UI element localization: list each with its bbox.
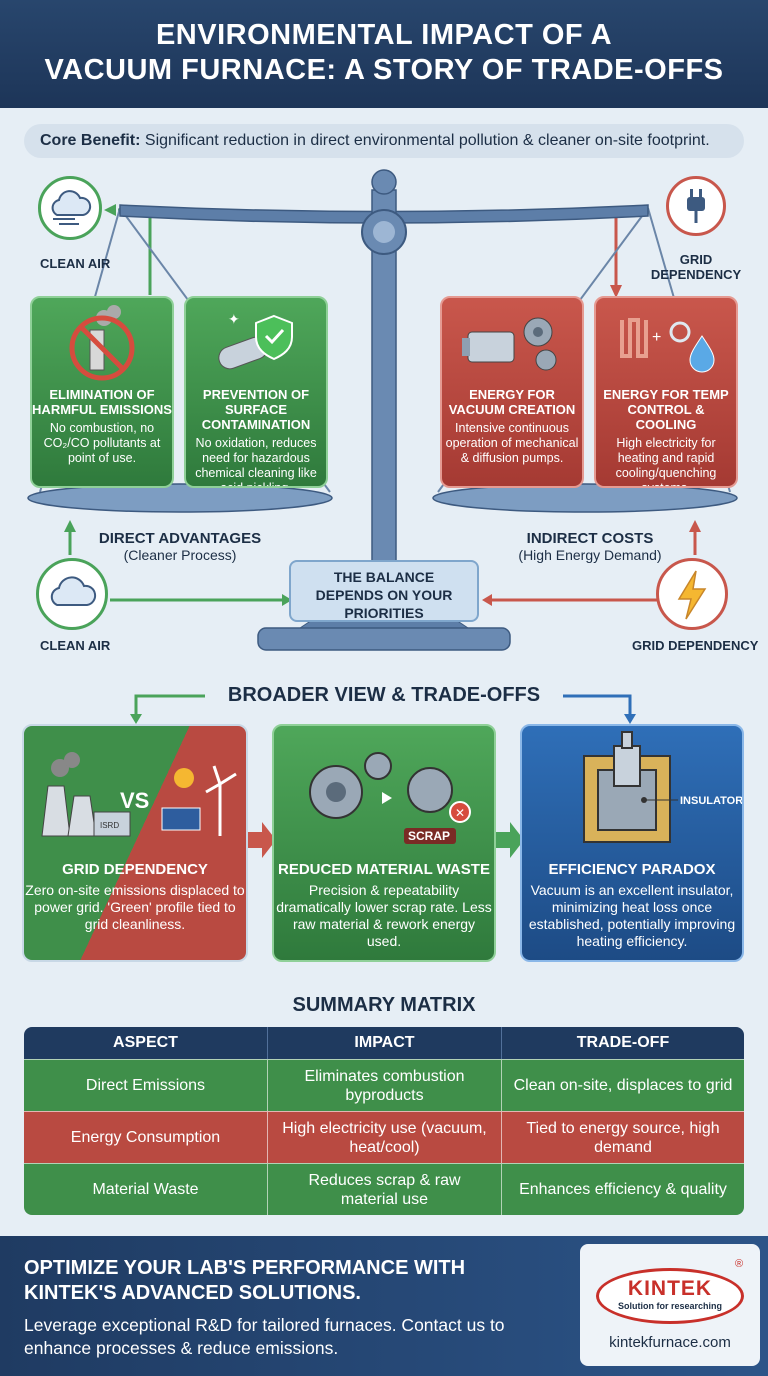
registered-mark: ® <box>735 1258 744 1270</box>
card-desc: No combustion, no CO₂/CO pollutants at p… <box>43 421 161 465</box>
card-elimination-emissions: ELIMINATION OF HARMFUL EMISSIONS No comb… <box>30 296 174 488</box>
card-title: PREVENTION OF SURFACE CONTAMINATION <box>201 387 311 432</box>
clean-air-label-top: CLEAN AIR <box>40 256 111 271</box>
cloud-icon <box>38 176 102 240</box>
insulator-label: INSULATOR <box>680 795 742 807</box>
lightning-icon <box>656 558 728 630</box>
matrix-header-row: ASPECT IMPACT TRADE-OFF <box>24 1027 744 1059</box>
table-cell: Energy Consumption <box>24 1111 268 1163</box>
svg-text:✕: ✕ <box>455 806 465 820</box>
grid-dependency-label-bottom: GRID DEPENDENCY <box>632 638 759 653</box>
card-efficiency-paradox: INSULATOR EFFICIENCY PARADOX Vacuum is a… <box>520 724 744 962</box>
table-cell: Tied to energy source, high demand <box>502 1111 744 1163</box>
svg-text:+: + <box>652 329 661 346</box>
title-line-1: ENVIRONMENTAL IMPACT OF A <box>155 19 613 51</box>
kintek-logo[interactable]: KINTEK Solution for researching <box>596 1268 744 1324</box>
card-title: EFFICIENCY PARADOX <box>548 861 716 878</box>
matrix-header: TRADE-OFF <box>502 1027 744 1059</box>
broader-title: BROADER VIEW & TRADE-OFFS <box>227 684 541 706</box>
clean-air-label-bottom: CLEAN AIR <box>40 638 111 653</box>
broader-arrows <box>130 694 636 724</box>
arrow-right-2 <box>496 822 524 858</box>
card-title: ENERGY FOR VACUUM CREATION <box>448 387 576 417</box>
footer-desc: Leverage exceptional R&D for tailored fu… <box>24 1315 505 1358</box>
table-row: Energy Consumption High electricity use … <box>24 1111 744 1163</box>
table-cell: Enhances efficiency & quality <box>502 1163 744 1215</box>
plant-label: ISRD <box>100 821 119 830</box>
card-desc: Zero on-site emissions displaced to powe… <box>25 882 245 932</box>
svg-text:✦: ✦ <box>228 311 240 327</box>
card-title: GRID DEPENDENCY <box>62 861 208 878</box>
table-cell: High electricity use (vacuum, heat/cool) <box>268 1111 502 1163</box>
left-pan <box>27 483 333 513</box>
gears-scrap-icon: ✕ SCRAP <box>309 752 471 844</box>
header: ENVIRONMENTAL IMPACT OF A VACUUM FURNACE… <box>0 0 768 108</box>
card-desc: Precision & repeatability dramatically l… <box>276 882 492 949</box>
cloud-icon-bottom <box>36 558 108 630</box>
card-desc: High electricity for heating and rapid c… <box>615 436 717 488</box>
footer-title: OPTIMIZE YOUR LAB'S PERFORMANCE WITH KIN… <box>24 1257 466 1304</box>
card-title: ELIMINATION OF HARMFUL EMISSIONS <box>32 387 172 417</box>
plug-icon <box>666 176 726 236</box>
table-row: Direct Emissions Eliminates combustion b… <box>24 1059 744 1111</box>
pump-gears-icon <box>462 317 557 371</box>
core-benefit-text: Significant reduction in direct environm… <box>140 132 710 149</box>
arrow-to-clean-air-top <box>118 208 152 295</box>
card-desc: Intensive continuous operation of mechan… <box>445 421 579 465</box>
scrap-label: SCRAP <box>408 829 450 843</box>
heater-fan-water-icon: + <box>620 318 715 373</box>
card-desc: Vacuum is an excellent insulator, minimi… <box>528 882 736 949</box>
card-reduced-waste: ✕ SCRAP REDUCED MATERIAL WASTE Precision… <box>272 724 496 962</box>
direct-advantages-label: DIRECT ADVANTAGES (Cleaner Process) <box>98 530 262 563</box>
card-desc: No oxidation, reduces need for hazardous… <box>195 436 317 488</box>
arrow-right-1 <box>248 822 276 858</box>
indirect-costs-label: INDIRECT COSTS (High Energy Demand) <box>518 530 662 563</box>
table-row: Material Waste Reduces scrap & raw mater… <box>24 1163 744 1215</box>
right-pan <box>432 483 738 513</box>
matrix-header: ASPECT <box>24 1027 268 1059</box>
card-grid-dependency: ISRD VS GRID DEPENDENCY Zero on-site emi… <box>22 724 248 962</box>
insulated-chamber-icon: INSULATOR <box>583 731 742 843</box>
table-cell: Direct Emissions <box>24 1059 268 1111</box>
summary-matrix: ASPECT IMPACT TRADE-OFF Direct Emissions… <box>24 1027 744 1215</box>
card-energy-vacuum: ENERGY FOR VACUUM CREATION Intensive con… <box>440 296 584 488</box>
table-cell: Clean on-site, displaces to grid <box>502 1059 744 1111</box>
card-title: REDUCED MATERIAL WASTE <box>278 861 490 878</box>
factory-no-emissions-icon <box>69 305 135 381</box>
table-cell: Eliminates combustion byproducts <box>268 1059 502 1111</box>
matrix-title: SUMMARY MATRIX <box>292 994 476 1016</box>
card-energy-temp: + ENERGY FOR TEMP CONTROL & COOLING High… <box>594 296 738 488</box>
scale-base <box>257 627 511 651</box>
matrix-header: IMPACT <box>268 1027 502 1059</box>
power-plant-vs-renewables-icon: ISRD VS <box>41 752 237 837</box>
title-line-2: VACUUM FURNACE: A STORY OF TRADE-OFFS <box>44 54 724 86</box>
core-benefit: Core Benefit: Significant reduction in d… <box>24 124 744 158</box>
core-benefit-label: Core Benefit: <box>40 132 141 149</box>
table-cell: Material Waste <box>24 1163 268 1215</box>
vs-label: VS <box>120 788 149 813</box>
balance-box: THE BALANCE DEPENDS ON YOUR PRIORITIES <box>289 560 479 622</box>
table-cell: Reduces scrap & raw material use <box>268 1163 502 1215</box>
pipe-shield-icon: ✦ <box>218 311 293 370</box>
card-prevention-contamination: ✦ PREVENTION OF SURFACE CONTAMINATION No… <box>184 296 328 488</box>
card-title: ENERGY FOR TEMP CONTROL & COOLING <box>603 387 729 432</box>
website-link[interactable]: kintekfurnace.com <box>609 1334 731 1351</box>
